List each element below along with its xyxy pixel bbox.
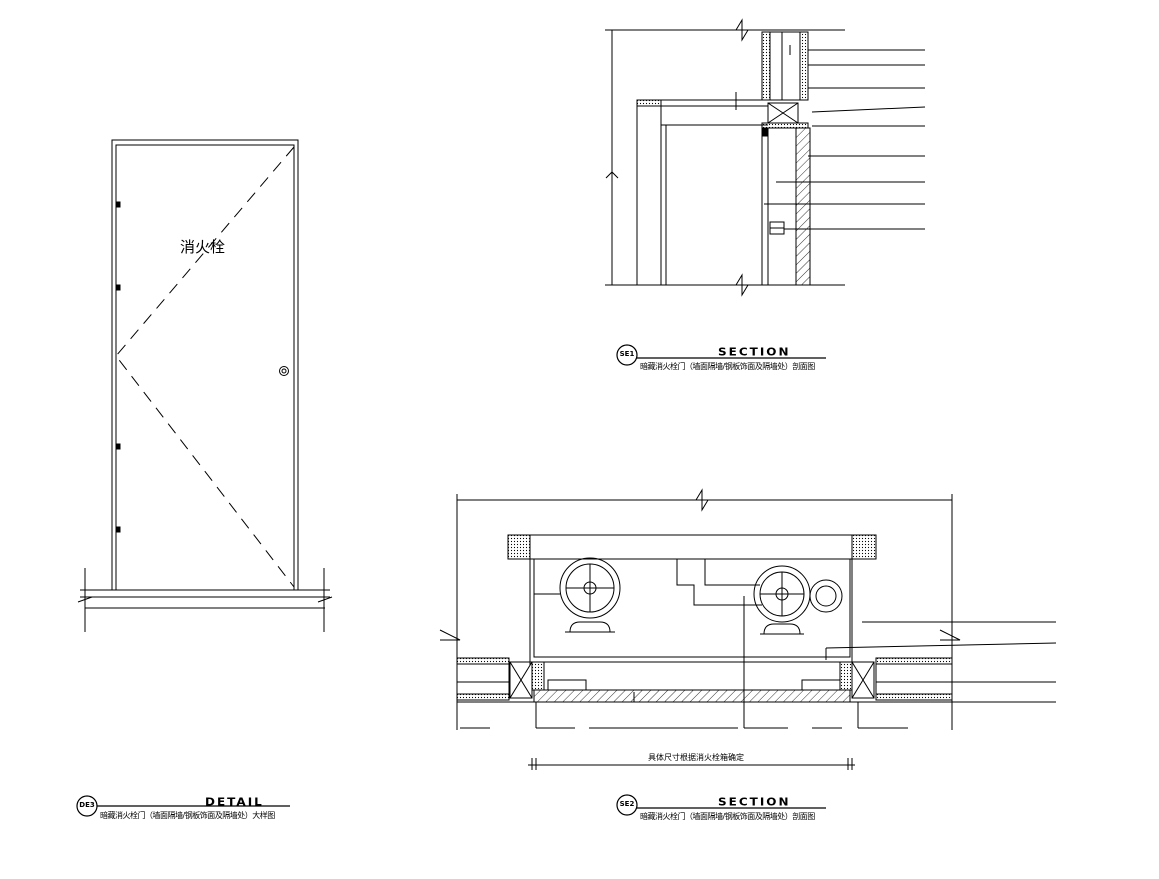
hinge: [115, 526, 121, 533]
nozzle-icon: [809, 579, 843, 613]
section-1-title: SECTION: [718, 346, 791, 358]
door-handle-icon: [279, 366, 289, 376]
section-1-subtitle: 暗藏消火栓门（墙面隔墙/钢板饰面及隔墙处）剖面图: [640, 362, 815, 371]
section-2-drawing: [439, 488, 1057, 770]
section-2-title: SECTION: [718, 796, 791, 808]
section-2-tag: SE2: [619, 800, 635, 808]
door-outer-frame: [111, 139, 299, 591]
section-1-tag: SE1: [619, 350, 635, 358]
hinge: [115, 284, 121, 291]
detail-subtitle: 暗藏消火栓门（墙面隔墙/钢板饰面及隔墙处）大样图: [100, 811, 275, 820]
section-2-subtitle: 暗藏消火栓门（墙面隔墙/钢板饰面及隔墙处）剖面图: [640, 812, 815, 821]
hinge: [115, 201, 121, 208]
section-1-drawing: [605, 18, 926, 297]
section-2-tag-circle: [616, 794, 638, 816]
section-1-tag-circle: [616, 344, 638, 366]
door-label: 消火栓: [180, 238, 226, 256]
door-swing-lines: [115, 146, 295, 588]
hinge: [115, 443, 121, 450]
hose-reel-icon: [559, 557, 621, 619]
section-2-dimension-label: 具体尺寸根据消火栓箱确定: [648, 753, 744, 762]
detail-title: DETAIL: [205, 796, 264, 808]
door-inner-frame: [115, 144, 295, 591]
detail-tag: DE3: [79, 801, 95, 809]
door-elevation: [77, 139, 333, 632]
